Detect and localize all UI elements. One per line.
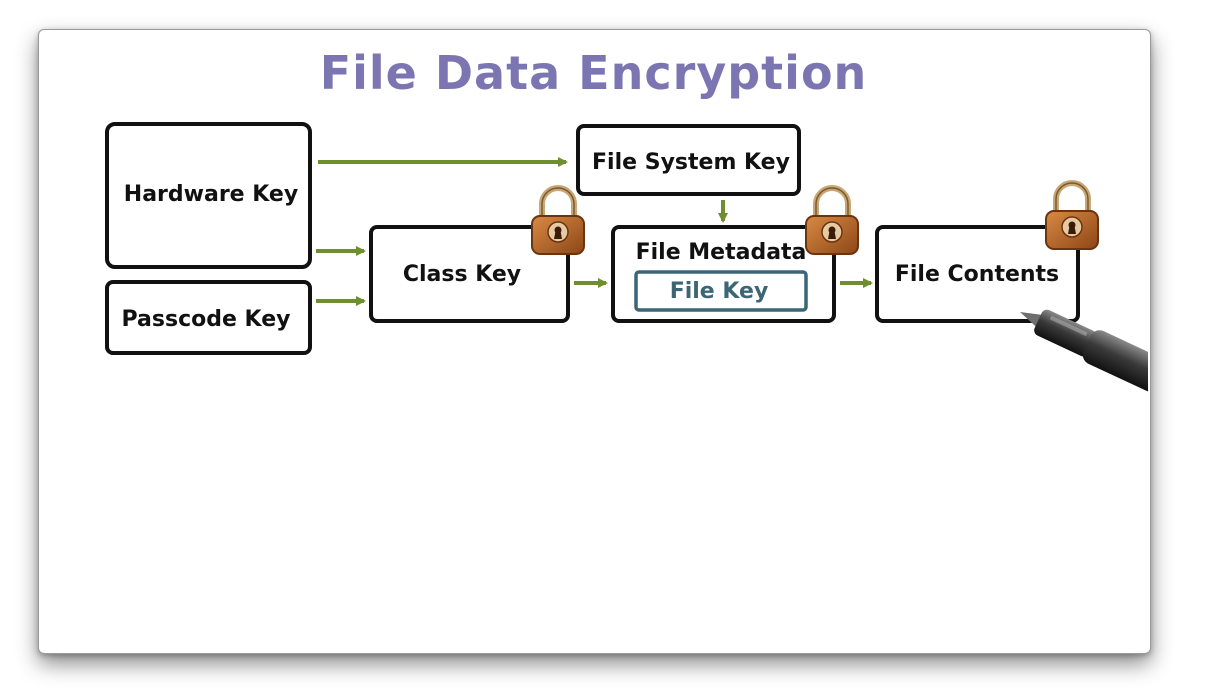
lock-icon (1045, 180, 1099, 250)
file-contents-label: File Contents (895, 262, 1059, 287)
passcode-key-node: Passcode Key (105, 280, 312, 355)
passcode-key-label: Passcode Key (122, 307, 291, 332)
file-metadata-node: File Metadata File Key (611, 225, 836, 323)
file-system-key-label: File System Key (592, 150, 790, 175)
lock-icon (805, 185, 859, 255)
lock-icon (531, 185, 585, 255)
class-key-label: Class Key (403, 262, 521, 287)
file-key-box (634, 270, 808, 312)
class-key-node: Class Key (369, 225, 570, 323)
file-contents-node: File Contents (875, 225, 1080, 323)
diagram-title: File Data Encryption (319, 46, 868, 100)
file-system-key-node: File System Key (576, 124, 801, 196)
hardware-key-label: Hardware Key (124, 182, 298, 207)
pen-icon (1020, 309, 1148, 408)
arrows (316, 157, 873, 306)
file-key-label: File Key (670, 279, 769, 304)
hardware-key-node: Hardware Key (105, 122, 312, 269)
file-metadata-label: File Metadata (636, 240, 807, 265)
